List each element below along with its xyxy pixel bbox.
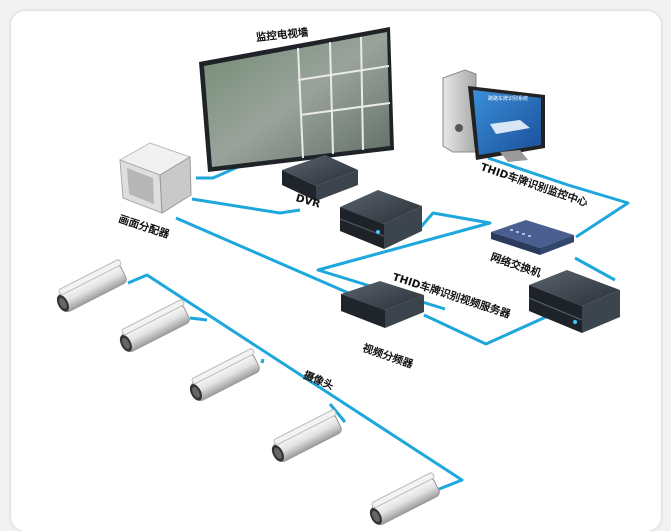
camera-5 bbox=[369, 472, 440, 525]
cable-cam4 bbox=[328, 403, 347, 423]
cable-splitter-to-dvr bbox=[191, 197, 301, 215]
video-wall bbox=[199, 27, 394, 172]
cameras bbox=[56, 259, 440, 525]
cable-pc-to-switch bbox=[487, 156, 630, 239]
plate-server-2 bbox=[528, 270, 620, 333]
cable-cam2 bbox=[189, 316, 208, 322]
cable-distributor-to-server2 bbox=[423, 313, 549, 346]
cable-server-loop bbox=[316, 211, 492, 311]
diagram-card: 路路车牌识别系统 bbox=[11, 11, 661, 531]
network-switch bbox=[491, 220, 574, 255]
camera-2 bbox=[119, 299, 190, 352]
camera-3 bbox=[189, 348, 260, 401]
camera-4 bbox=[271, 409, 342, 462]
picture-splitter bbox=[118, 142, 192, 214]
cable-splitter-to-distributor bbox=[175, 216, 361, 300]
plate-server-1 bbox=[339, 190, 422, 249]
monitoring-pc: 路路车牌识别系统 bbox=[442, 69, 545, 162]
cable-switch-to-server2 bbox=[574, 256, 616, 282]
cable-cam3 bbox=[260, 358, 265, 364]
camera-1 bbox=[56, 259, 127, 312]
monitor-screen-title: 路路车牌识别系统 bbox=[488, 95, 528, 102]
dvr-device bbox=[282, 155, 358, 201]
network-diagram: 路路车牌识别系统 bbox=[56, 27, 630, 525]
video-distributor bbox=[341, 281, 424, 328]
